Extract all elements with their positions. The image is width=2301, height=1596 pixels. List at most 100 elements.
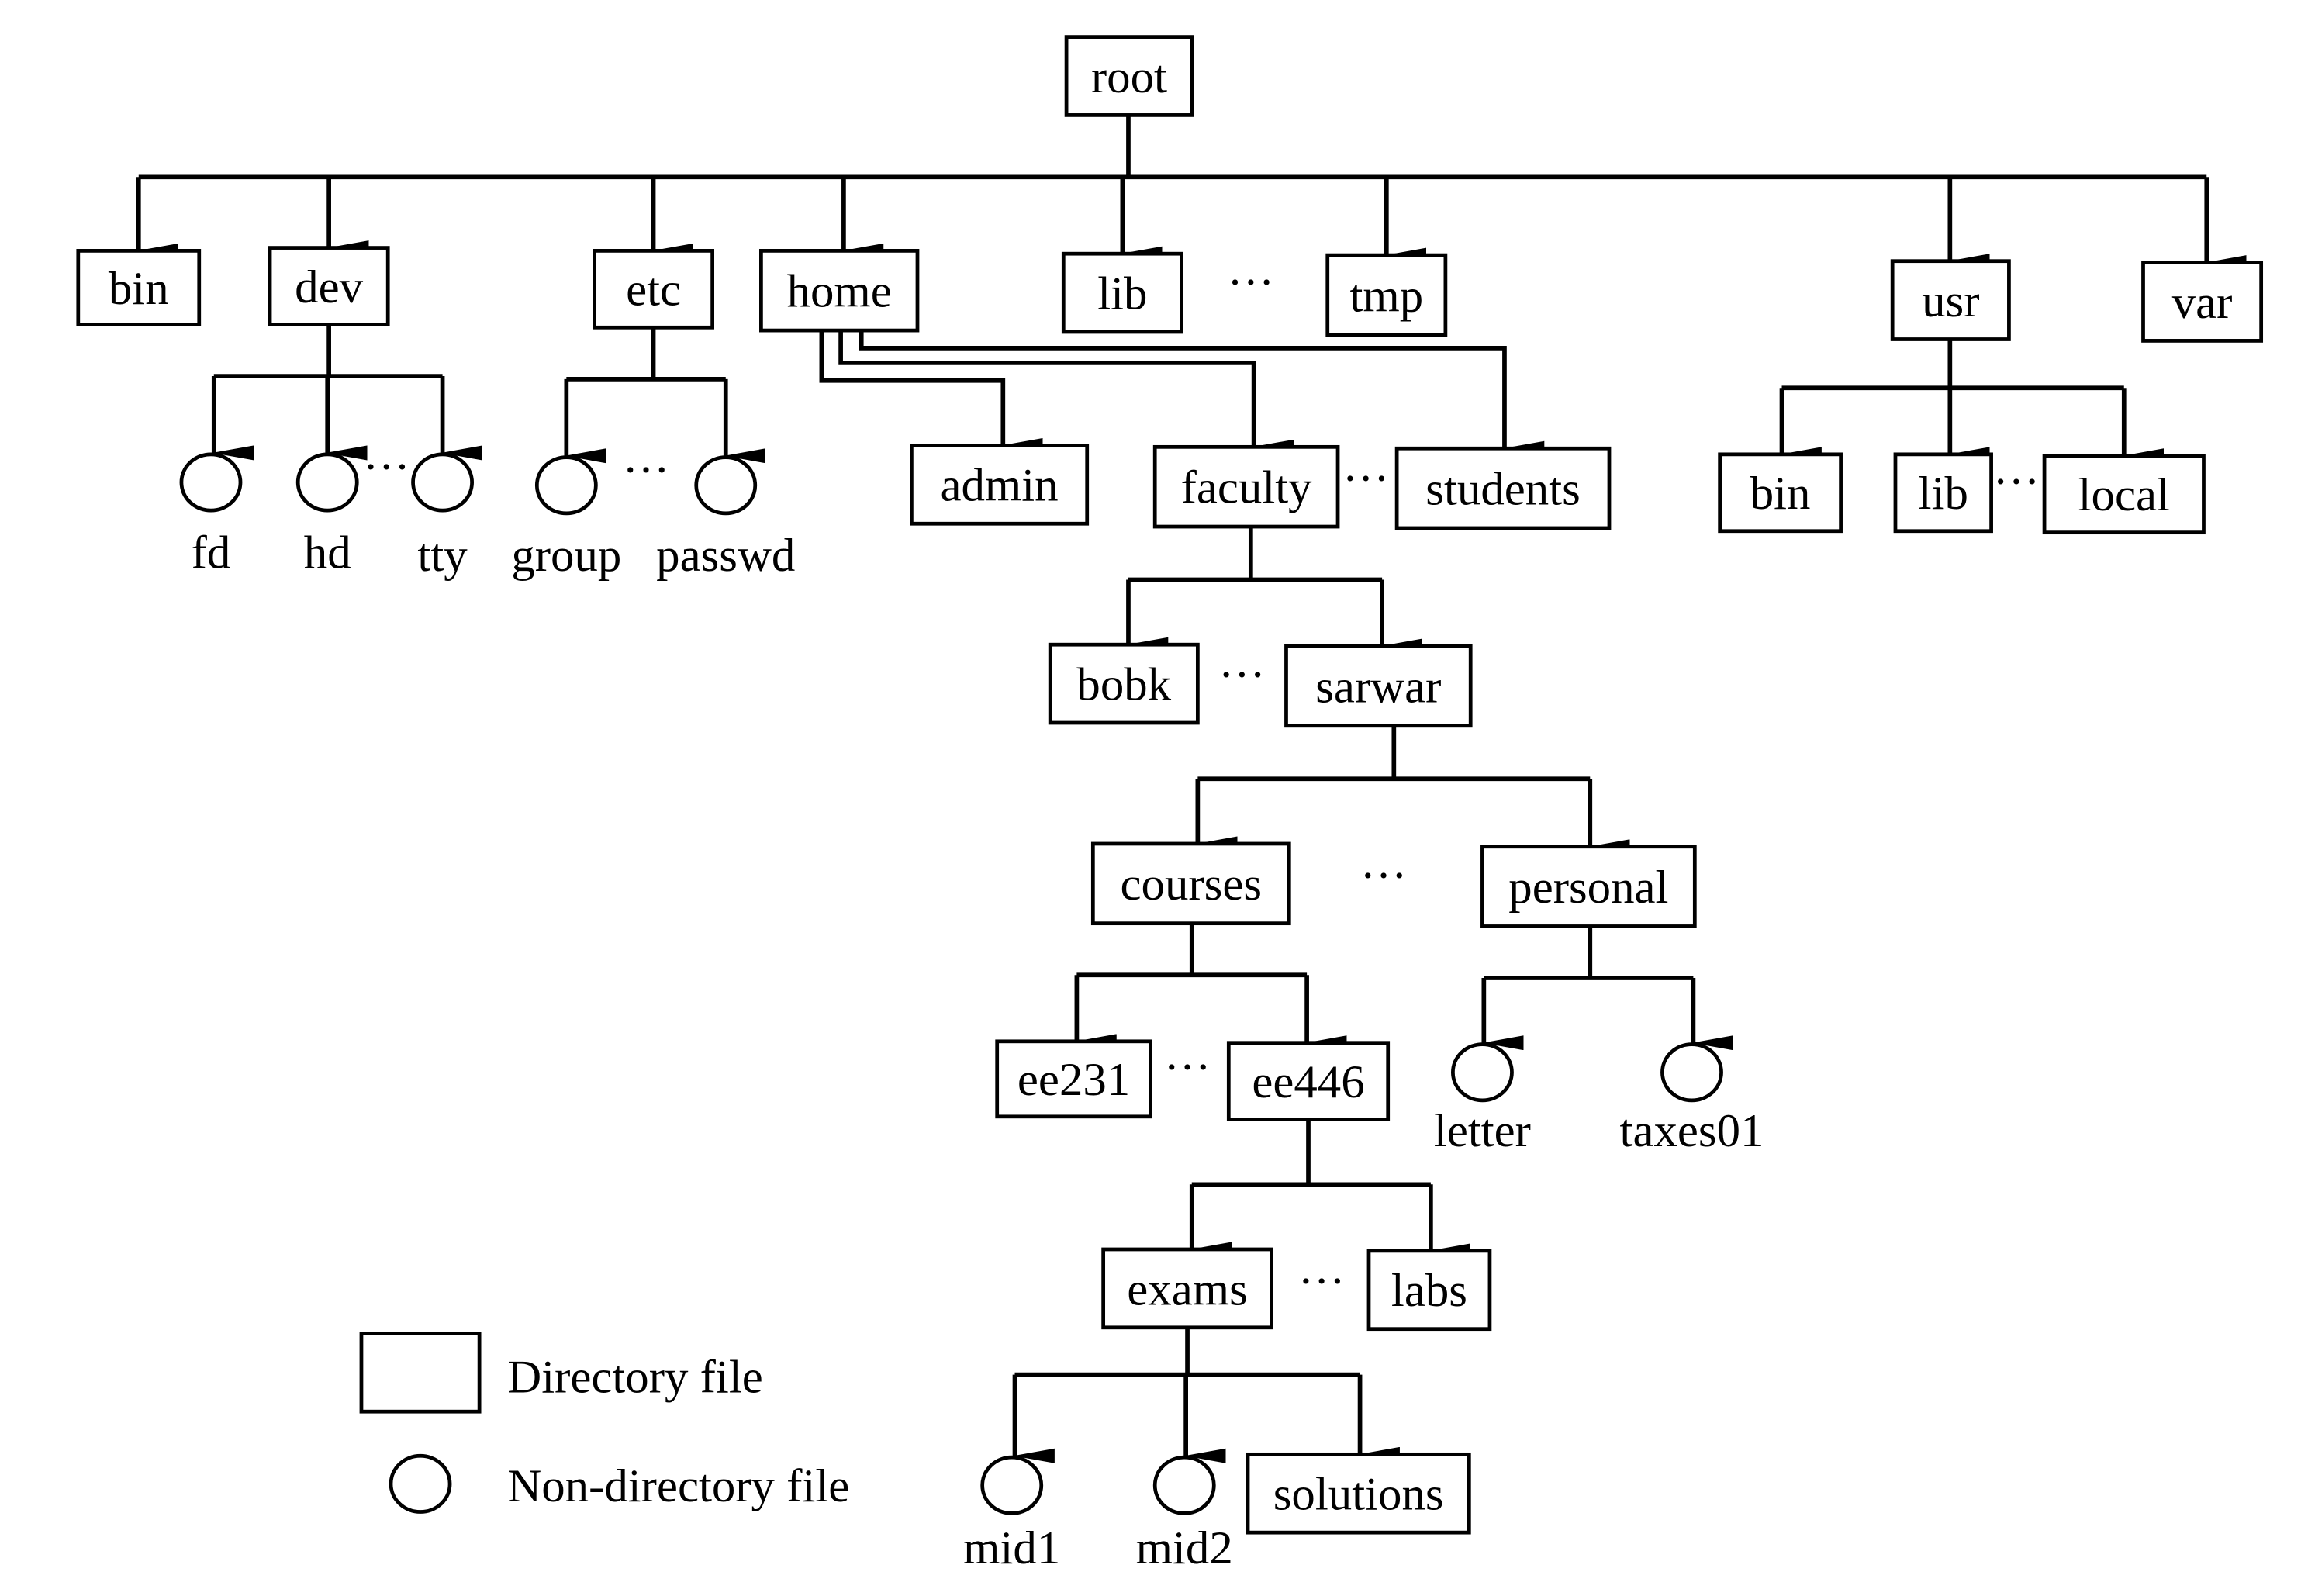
directory-personal: personal — [1480, 845, 1697, 928]
directory-box — [1718, 452, 1843, 534]
file-label: group — [511, 530, 621, 582]
directory-box — [1064, 35, 1194, 117]
directory-label: personal — [1508, 862, 1668, 914]
directory-ee446: ee446 — [1226, 1041, 1391, 1121]
directory-box — [2141, 261, 2264, 343]
directory-label: admin — [940, 460, 1058, 512]
ellipsis-more-items: ··· — [1993, 456, 2040, 508]
directory-faculty: faculty — [1152, 444, 1340, 529]
file-mid2: mid2 — [1136, 1455, 1233, 1574]
legend: Directory file Non-directory file — [359, 1332, 849, 1514]
ellipsis-more-items: ··· — [1218, 649, 1266, 701]
directory-bobk: bobk — [1048, 642, 1200, 725]
file-circle — [694, 455, 758, 516]
file-label: mid2 — [1136, 1522, 1233, 1574]
directory-label: local — [2078, 469, 2170, 521]
directory-box — [995, 1039, 1152, 1119]
directory-label: courses — [1121, 858, 1263, 910]
file-taxes01: taxes01 — [1620, 1042, 1764, 1157]
directory-label: lib — [1097, 268, 1147, 320]
directory-label: var — [2172, 277, 2233, 329]
connectors — [136, 115, 2247, 1463]
directory-box — [1246, 1452, 1471, 1535]
directory-label: solutions — [1273, 1469, 1444, 1521]
directory-root: root — [1064, 35, 1194, 117]
file-hd: hd — [295, 452, 359, 579]
directory-labs: labs — [1366, 1249, 1492, 1332]
directory-box — [1226, 1041, 1391, 1121]
directory-box — [1090, 841, 1291, 926]
directory-label: ee231 — [1017, 1054, 1130, 1106]
ellipsis-more-items: ··· — [623, 444, 670, 496]
ellipsis-more-items: ··· — [1298, 1256, 1346, 1308]
directory-box — [1048, 642, 1200, 725]
ellipsis-more-items: ··· — [1164, 1042, 1211, 1093]
directory-label: tmp — [1349, 270, 1423, 322]
file-label: mid1 — [963, 1522, 1060, 1574]
directory-box — [593, 249, 715, 330]
directory-box — [1152, 444, 1340, 529]
ellipsis-more-items: ··· — [1342, 453, 1390, 505]
ellipsis-more-items: ··· — [1227, 257, 1274, 309]
connector-arrow — [859, 330, 1545, 456]
directory-admin: admin — [910, 444, 1090, 526]
file-passwd: passwd — [656, 455, 795, 582]
directory-box — [1394, 446, 1612, 530]
file-label: tty — [417, 530, 468, 582]
legend-directory-label: Directory file — [507, 1351, 763, 1403]
connector-arrow — [819, 330, 1043, 453]
directory-exams: exams — [1101, 1247, 1273, 1330]
directory-box — [1101, 1247, 1273, 1330]
file-fd: fd — [179, 452, 243, 579]
directory-label: etc — [626, 264, 681, 316]
directory-tmp: tmp — [1325, 253, 1448, 337]
directory-label: bin — [1750, 468, 1811, 520]
file-label: fd — [192, 527, 231, 579]
file-circle — [295, 452, 359, 513]
directory-label: ee446 — [1252, 1056, 1364, 1108]
file-circle — [411, 452, 474, 513]
file-circle — [179, 452, 243, 513]
directory-box — [1284, 644, 1473, 728]
directory-label: usr — [1922, 275, 1979, 327]
directory-sarwar: sarwar — [1284, 644, 1473, 728]
directory-var: var — [2141, 261, 2264, 343]
directory-label: faculty — [1181, 462, 1313, 514]
directory-bin: bin — [76, 249, 202, 326]
directory-label: labs — [1391, 1265, 1467, 1317]
directory-usr: usr — [1890, 259, 2011, 341]
file-label: passwd — [656, 530, 795, 582]
directory-label: bin — [109, 263, 169, 315]
file-circle — [534, 455, 598, 516]
directory-box — [1366, 1249, 1492, 1332]
directory-label: root — [1091, 51, 1167, 103]
directory-dev: dev — [268, 246, 390, 326]
file-label: hd — [304, 527, 351, 579]
directory-usr-bin: bin — [1718, 452, 1843, 534]
directory-box — [268, 246, 390, 326]
connector-arrow — [838, 330, 1294, 454]
directory-etc: etc — [593, 249, 715, 330]
directory-label: lib — [1919, 468, 1968, 520]
directory-box — [759, 249, 920, 333]
file-label: letter — [1434, 1105, 1531, 1157]
file-circle — [1451, 1042, 1514, 1103]
legend-directory-symbol — [359, 1332, 482, 1414]
directory-box — [1325, 253, 1448, 337]
file-group: group — [511, 455, 621, 582]
directory-lib: lib — [1061, 251, 1183, 334]
directory-label: dev — [295, 261, 363, 313]
file-circle — [1660, 1042, 1723, 1103]
legend-file-symbol — [389, 1453, 452, 1514]
directory-box — [1890, 259, 2011, 341]
directory-box — [1893, 452, 1993, 534]
file-circle — [1152, 1455, 1216, 1515]
directory-courses: courses — [1090, 841, 1291, 926]
directory-ee231: ee231 — [995, 1039, 1152, 1119]
directory-label: students — [1425, 464, 1581, 516]
directory-label: bobk — [1076, 659, 1171, 711]
directory-box — [910, 444, 1090, 526]
directory-box — [1061, 251, 1183, 334]
